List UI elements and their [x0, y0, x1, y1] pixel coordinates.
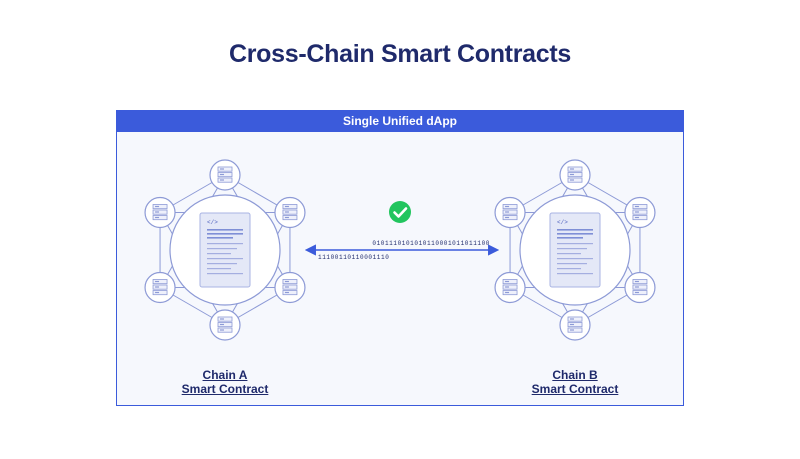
chain-a-label: Chain A Smart Contract — [155, 368, 295, 396]
chain-b-server-node-icon — [559, 159, 591, 191]
chain-a-name: Chain A — [202, 368, 248, 382]
dapp-banner: Single Unified dApp — [116, 110, 684, 132]
chain-b-contract-document-icon: </> — [549, 212, 601, 288]
chain-b-server-node-icon — [624, 196, 656, 229]
chain-a-server-node-icon — [209, 309, 241, 341]
chain-b-subtitle: Smart Contract — [531, 382, 619, 396]
check-icon — [389, 201, 411, 223]
chain-a-network: </> — [144, 159, 306, 341]
diagram-title: Cross-Chain Smart Contracts — [229, 40, 571, 68]
svg-text:</>: </> — [557, 219, 568, 226]
chain-a-contract-document-icon: </> — [199, 212, 251, 288]
chain-a-server-node-icon — [274, 271, 306, 304]
chain-a-server-node-icon — [144, 271, 176, 304]
svg-text:</>: </> — [207, 219, 218, 226]
chain-b-server-node-icon — [559, 309, 591, 341]
chain-b-name: Chain B — [552, 368, 598, 382]
bits-top: 0101110101010110001011011100 — [372, 240, 490, 247]
bits-bottom: 11100110110001110 — [318, 254, 389, 261]
chain-a-subtitle: Smart Contract — [181, 382, 269, 396]
chain-a-server-node-icon — [274, 196, 306, 229]
chain-a-server-node-icon — [144, 196, 176, 229]
chain-b-network: </> — [494, 159, 656, 341]
chain-b-server-node-icon — [494, 271, 526, 304]
chain-b-server-node-icon — [624, 271, 656, 304]
chain-b-label: Chain B Smart Contract — [505, 368, 645, 396]
chain-b-server-node-icon — [494, 196, 526, 229]
chain-a-server-node-icon — [209, 159, 241, 191]
